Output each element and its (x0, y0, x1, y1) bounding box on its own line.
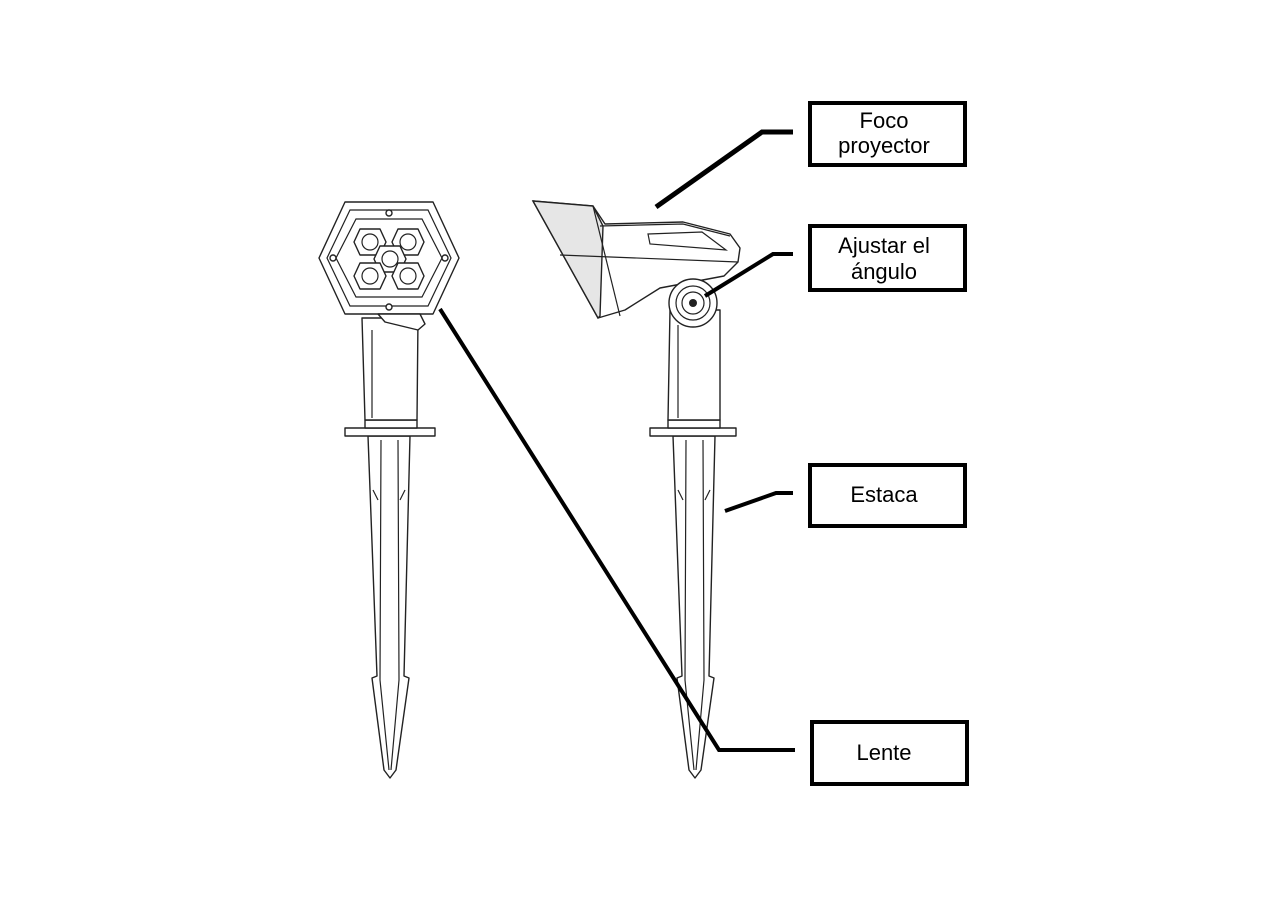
angle-pivot (668, 278, 718, 328)
side-flange (649, 427, 737, 437)
label-angle-line2: ángulo (851, 259, 917, 284)
label-stake-line1: Estaca (850, 482, 918, 507)
leader-stake (724, 491, 793, 513)
leader-lens (438, 307, 795, 752)
front-view-lamp (318, 201, 460, 779)
leader-lines (438, 129, 795, 752)
front-stake (367, 435, 411, 779)
label-stake: Estaca (808, 463, 967, 528)
label-spotlight-line1: Foco (860, 108, 909, 133)
side-head (531, 200, 741, 320)
front-head (318, 201, 460, 331)
label-spotlight-box (808, 101, 967, 167)
label-lens: Lente (810, 720, 969, 786)
front-flange (344, 427, 436, 437)
front-pole (361, 317, 419, 421)
label-lens-box (810, 720, 969, 786)
label-spotlight: Foco proyector (808, 101, 967, 167)
leader-spotlight (654, 129, 793, 210)
label-angle-box (808, 224, 967, 292)
label-angle: Ajustar el ángulo (808, 224, 967, 292)
label-spotlight-line2: proyector (838, 133, 930, 158)
label-lens-line1: Lente (856, 740, 911, 765)
side-view-lamp (531, 200, 741, 779)
label-stake-box (808, 463, 967, 528)
side-stake (672, 435, 716, 779)
leader-angle (703, 252, 793, 298)
label-angle-line1: Ajustar el (838, 233, 930, 258)
